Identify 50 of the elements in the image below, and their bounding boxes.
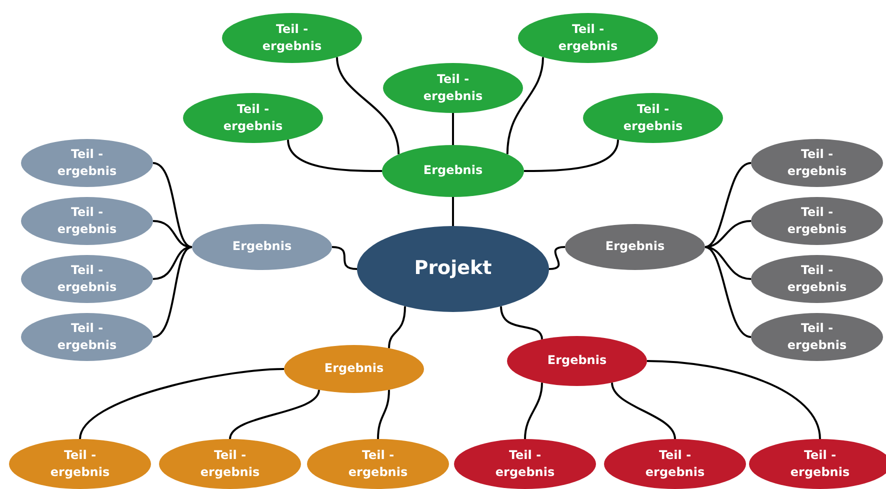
node-label: Teil - ergebnis (494, 446, 556, 481)
node-label: Ergebnis (547, 352, 607, 370)
node-label: Teil - ergebnis (789, 446, 851, 481)
connector-line (704, 246, 752, 280)
connector-line (452, 197, 454, 226)
connector-line (152, 162, 192, 248)
node-label: Projekt (414, 256, 492, 282)
connector-line (704, 162, 752, 248)
node-label: Teil - ergebnis (56, 262, 118, 296)
node-label: Teil - ergebnis (49, 446, 111, 481)
node-label: Teil - ergebnis (786, 204, 848, 238)
node-label: Ergebnis (605, 238, 665, 256)
connector-line (229, 390, 320, 440)
node-label: Teil - ergebnis (644, 446, 706, 481)
node-label: Ergebnis (324, 360, 384, 378)
node-label: Teil - ergebnis (786, 262, 848, 296)
node-label: Ergebnis (423, 162, 483, 180)
connector-line (452, 113, 454, 145)
connector-line (524, 140, 619, 172)
node-label: Teil - ergebnis (56, 320, 118, 354)
node-label: Teil - ergebnis (261, 20, 323, 55)
connector-line (500, 306, 543, 340)
connector-line (611, 382, 676, 440)
node-label: Teil - ergebnis (56, 146, 118, 180)
node-label: Teil - ergebnis (622, 100, 684, 135)
connector-line (704, 246, 752, 338)
node-label: Teil - ergebnis (422, 70, 484, 105)
node-label: Ergebnis (232, 238, 292, 256)
connector-line (646, 360, 821, 440)
connector-line (79, 368, 284, 440)
connector-line (506, 57, 544, 154)
connector-line (548, 246, 566, 270)
node-label: Teil - ergebnis (347, 446, 409, 481)
connector-line (336, 57, 400, 154)
node-label: Teil - ergebnis (199, 446, 261, 481)
node-label: Teil - ergebnis (222, 100, 284, 135)
ellipse-node (749, 439, 886, 489)
node-label: Teil - ergebnis (786, 146, 848, 180)
connector-line (524, 382, 543, 440)
connector-line (332, 246, 358, 270)
connector-line (152, 220, 192, 248)
connector-line (287, 140, 382, 172)
connector-line (377, 390, 390, 440)
connector-line (152, 246, 192, 280)
connector-line (152, 246, 192, 338)
node-label: Teil - ergebnis (557, 20, 619, 55)
node-label: Teil - ergebnis (786, 320, 848, 354)
ellipse-node (383, 63, 523, 113)
node-label: Teil - ergebnis (56, 204, 118, 238)
connector-line (388, 306, 406, 348)
